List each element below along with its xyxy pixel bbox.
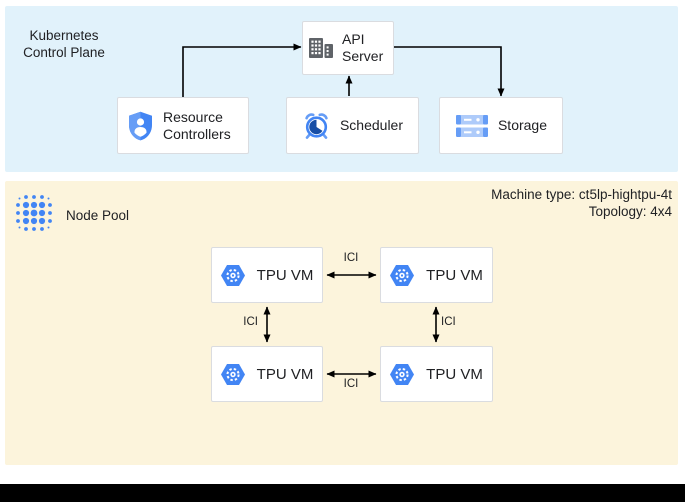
- scheduler-label: Scheduler: [339, 117, 404, 133]
- tpu-vm-node-top-left: TPU VM: [211, 247, 323, 303]
- api-server-label: API Server: [342, 31, 384, 64]
- bottom-window-edge-bar: [0, 484, 685, 502]
- ici-label-right: ICI: [441, 316, 456, 328]
- gke-hexagon-gear-icon: [390, 264, 415, 286]
- machine-type-text: Machine type: ct5lp-hightpu-4t: [491, 187, 672, 202]
- scheduler-node: Scheduler: [286, 97, 419, 154]
- node-pool-title: Node Pool: [66, 208, 130, 223]
- tpu-vm-node-bottom-left: TPU VM: [211, 346, 323, 402]
- tpu-vm-label: TPU VM: [256, 266, 314, 284]
- shield-user-icon: [129, 111, 152, 140]
- ici-label-top: ICI: [343, 252, 359, 264]
- tpu-vm-label: TPU VM: [426, 266, 483, 284]
- ici-label-bottom: ICI: [343, 378, 359, 390]
- tpu-vm-label: TPU VM: [426, 365, 483, 383]
- tpu-vm-node-bottom-right: TPU VM: [380, 346, 493, 402]
- building-icon: [309, 38, 333, 58]
- ici-label-left: ICI: [243, 316, 258, 328]
- gke-hexagon-gear-icon: [220, 363, 245, 385]
- node-pool-metadata: Machine type: ct5lp-hightpu-4t Topology:…: [491, 186, 672, 220]
- alarm-clock-icon: [305, 113, 328, 139]
- storage-node: Storage: [439, 97, 563, 154]
- storage-disks-icon: [455, 114, 488, 137]
- gke-hexagon-gear-icon: [390, 363, 415, 385]
- tpu-vm-label: TPU VM: [256, 365, 314, 383]
- node-pool-panel: [5, 181, 678, 465]
- gke-hexagon-gear-icon: [220, 264, 245, 286]
- api-server-node: API Server: [302, 21, 394, 75]
- tpu-vm-node-top-right: TPU VM: [380, 247, 493, 303]
- topology-text: Topology: 4x4: [588, 204, 672, 219]
- resource-controllers-node: Resource Controllers: [117, 97, 249, 154]
- storage-label: Storage: [497, 117, 548, 133]
- control-plane-title: Kubernetes Control Plane: [23, 28, 105, 60]
- dot-grid-icon: [16, 195, 52, 231]
- resource-controllers-label: Resource Controllers: [163, 108, 231, 142]
